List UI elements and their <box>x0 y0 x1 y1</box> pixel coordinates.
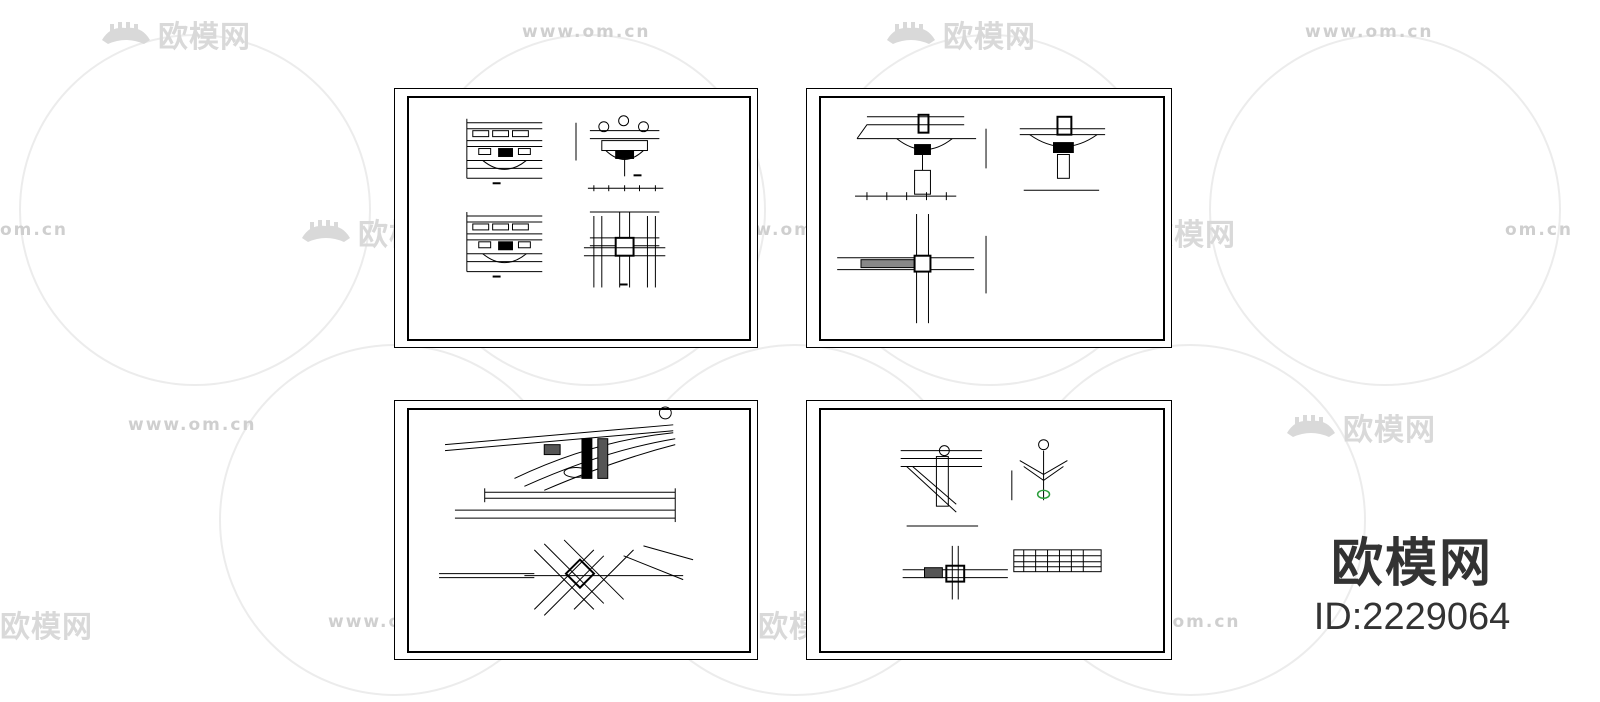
brand-name: 欧模网 <box>1330 534 1493 594</box>
corner-bracket-drawing <box>439 406 694 616</box>
bracket-set-drawing <box>466 115 666 288</box>
drawing-sheet-top-left <box>394 88 758 348</box>
watermark-logo: 欧模网 <box>885 12 1036 56</box>
watermark-logo: 欧模网 <box>0 610 93 645</box>
om-logo-icon <box>887 22 935 44</box>
drawing-sheet-top-right <box>806 88 1172 348</box>
om-logo-icon <box>302 220 350 242</box>
watermark-url: www.om.cn <box>1305 22 1434 42</box>
watermark-url: om.cn <box>1505 220 1574 240</box>
brand-id: ID:2229064 <box>1313 596 1511 638</box>
bracket-detail-drawing <box>837 113 1106 324</box>
om-logo-icon <box>102 22 150 44</box>
drawing-sheet-bottom-left <box>394 400 758 660</box>
watermark-logo: 欧模网 <box>1285 405 1436 449</box>
watermark-url: om.cn <box>0 220 69 240</box>
watermark-logo: 欧模网 <box>100 12 251 56</box>
watermark-url: www.om.cn <box>522 22 651 42</box>
watermark-url: www.om.cn <box>128 415 257 435</box>
om-logo-icon <box>1287 415 1335 437</box>
brand-block: 欧模网 ID:2229064 <box>1312 534 1512 640</box>
cantilever-bracket-drawing <box>900 439 1102 600</box>
drawing-sheet-bottom-right <box>806 400 1172 660</box>
